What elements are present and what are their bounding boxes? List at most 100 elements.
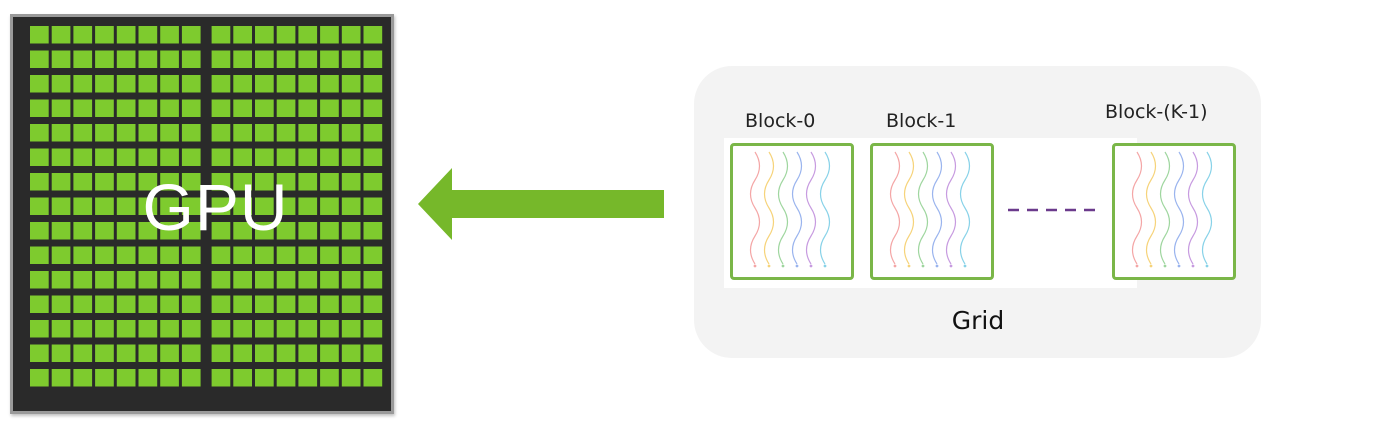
gpu-core-cell xyxy=(363,246,383,264)
thread-line xyxy=(1187,151,1199,265)
thread-line xyxy=(1173,151,1185,265)
gpu-core-cell xyxy=(51,197,71,215)
gpu-core-cell xyxy=(160,222,179,240)
gpu-core-cell xyxy=(181,173,201,191)
gpu-core-cell xyxy=(73,124,93,142)
gpu-core-cell xyxy=(116,50,136,68)
arrow-shape xyxy=(418,168,664,240)
gpu-core-cell xyxy=(298,344,318,362)
gpu-core-cell xyxy=(363,75,383,93)
gpu-core-cell xyxy=(116,197,136,215)
block-k-1-title: Block-(K-1) xyxy=(1105,101,1208,123)
gpu-core-cell xyxy=(160,26,179,44)
block-k-1 xyxy=(1112,143,1236,280)
gpu-core-cell xyxy=(233,344,252,362)
gpu-core-cell xyxy=(95,320,114,338)
gpu-core-cell xyxy=(73,26,93,44)
gpu-core-cell xyxy=(116,295,136,313)
thread-end-dot xyxy=(1149,264,1153,268)
gpu-core-cell xyxy=(255,320,274,338)
gpu-core-cell xyxy=(138,222,158,240)
block-0 xyxy=(730,143,854,280)
gpu-core-cell xyxy=(363,26,383,44)
gpu-core-cell xyxy=(95,173,114,191)
gpu-core-cell xyxy=(233,222,252,240)
gpu-core-cell xyxy=(363,320,383,338)
gpu-core-cell xyxy=(298,369,318,387)
thread-end-dot xyxy=(823,264,827,268)
gpu-core-cell xyxy=(51,75,71,93)
gpu-core-cell xyxy=(138,173,158,191)
gpu-core-cell xyxy=(160,148,179,166)
gpu-core-cell xyxy=(341,222,361,240)
gpu-core-grid xyxy=(30,26,383,387)
gpu-core-cell xyxy=(211,148,231,166)
gpu-core-cell xyxy=(233,197,252,215)
thread-lines xyxy=(889,151,971,268)
gpu-core-cell xyxy=(30,148,49,166)
gpu-core-cell xyxy=(51,50,71,68)
gpu-core-cell xyxy=(341,124,361,142)
gpu-core-cell xyxy=(320,295,339,313)
gpu-core-cell xyxy=(73,197,93,215)
gpu-core-cell xyxy=(181,369,201,387)
gpu-core-cell xyxy=(181,295,201,313)
gpu-label: GPU xyxy=(142,170,289,244)
thread-end-dot xyxy=(963,264,967,268)
gpu-core-cell xyxy=(298,148,318,166)
gpu-core-cell xyxy=(320,75,339,93)
gpu-core-cell xyxy=(95,295,114,313)
gpu-core-cell xyxy=(181,344,201,362)
gpu-core-cell xyxy=(255,369,274,387)
thread-line xyxy=(763,151,775,265)
gpu-core-cell xyxy=(320,124,339,142)
thread-line xyxy=(889,151,901,265)
gpu-core-cell xyxy=(30,197,49,215)
ellipsis-dashes xyxy=(1008,208,1100,212)
thread-line xyxy=(917,151,929,265)
gpu-core-cell xyxy=(30,99,49,117)
gpu-core-cell xyxy=(30,124,49,142)
gpu-core-cell xyxy=(73,344,93,362)
gpu-core-cell xyxy=(95,50,114,68)
gpu-core-cell xyxy=(298,222,318,240)
gpu-core-cell xyxy=(341,99,361,117)
gpu-core-cell xyxy=(233,271,252,289)
gpu-core-cell xyxy=(73,173,93,191)
gpu-core-cell xyxy=(160,197,179,215)
gpu-core-cell xyxy=(95,246,114,264)
gpu-core-cell xyxy=(233,124,252,142)
thread-end-dot xyxy=(949,264,953,268)
gpu-core-cell xyxy=(95,99,114,117)
gpu-core-cell xyxy=(73,99,93,117)
gpu-core-cell xyxy=(160,246,179,264)
gpu-core-cell xyxy=(181,75,201,93)
gpu-core-cell xyxy=(211,26,231,44)
gpu-core-cell xyxy=(138,369,158,387)
gpu-core-cell xyxy=(211,50,231,68)
gpu-core-cell xyxy=(320,99,339,117)
gpu-core-cell xyxy=(30,173,49,191)
gpu-core-cell xyxy=(320,222,339,240)
gpu-core-cell xyxy=(73,50,93,68)
gpu-core-cell xyxy=(51,246,71,264)
gpu-core-cell xyxy=(211,369,231,387)
gpu-core-cell xyxy=(138,344,158,362)
gpu-core-cell xyxy=(363,197,383,215)
gpu-core-cell xyxy=(211,271,231,289)
thread-lines xyxy=(749,151,831,268)
gpu-core-cell xyxy=(255,246,274,264)
gpu-core-cell xyxy=(276,124,296,142)
gpu-core-cell xyxy=(233,75,252,93)
gpu-core-cell xyxy=(363,173,383,191)
gpu-core-cell xyxy=(255,99,274,117)
gpu-core-cell xyxy=(181,124,201,142)
gpu-core-cell xyxy=(30,344,49,362)
gpu-core-cell xyxy=(30,222,49,240)
gpu-core-cell xyxy=(181,148,201,166)
gpu-core-cell xyxy=(73,295,93,313)
gpu-core-cell xyxy=(341,271,361,289)
gpu-core-cell xyxy=(341,26,361,44)
gpu-core-cell xyxy=(363,271,383,289)
gpu-core-cell xyxy=(363,148,383,166)
